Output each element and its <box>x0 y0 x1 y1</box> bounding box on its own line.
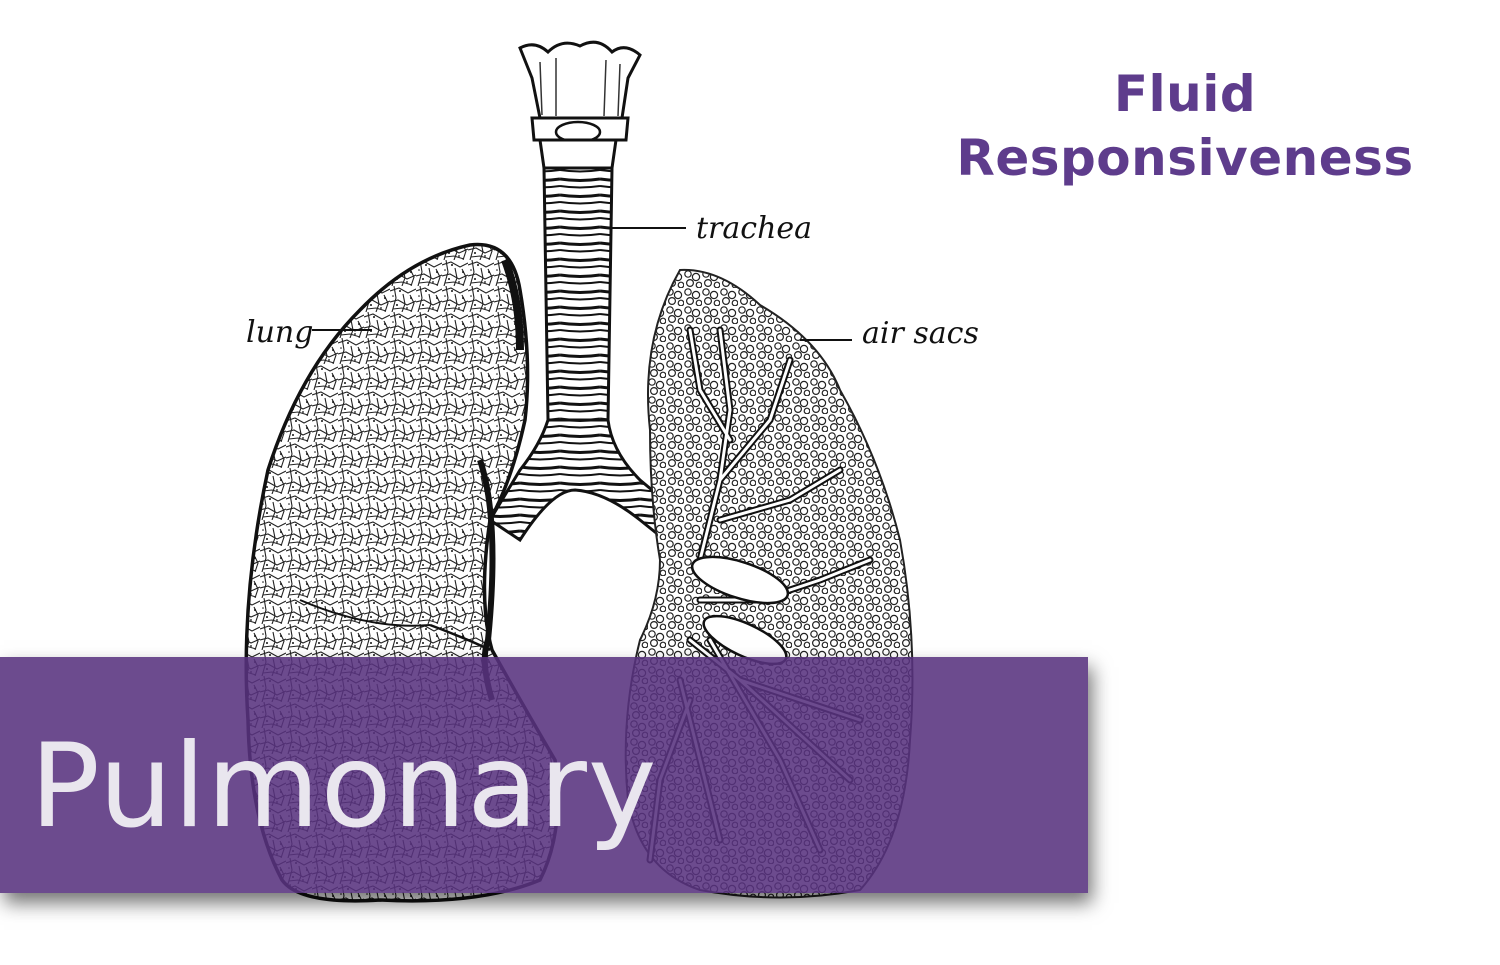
air-sacs-label: air sacs <box>862 316 979 351</box>
banner-label: Pulmonary <box>30 719 658 854</box>
title-line-2: Responsiveness <box>956 129 1414 187</box>
larynx-drawing <box>518 40 642 170</box>
lung-label: lung <box>246 315 313 350</box>
title-line-1: Fluid <box>1113 65 1257 123</box>
slide-title: Fluid Responsiveness <box>925 62 1445 190</box>
section-banner <box>0 657 1088 893</box>
trachea-label: trachea <box>696 211 812 246</box>
